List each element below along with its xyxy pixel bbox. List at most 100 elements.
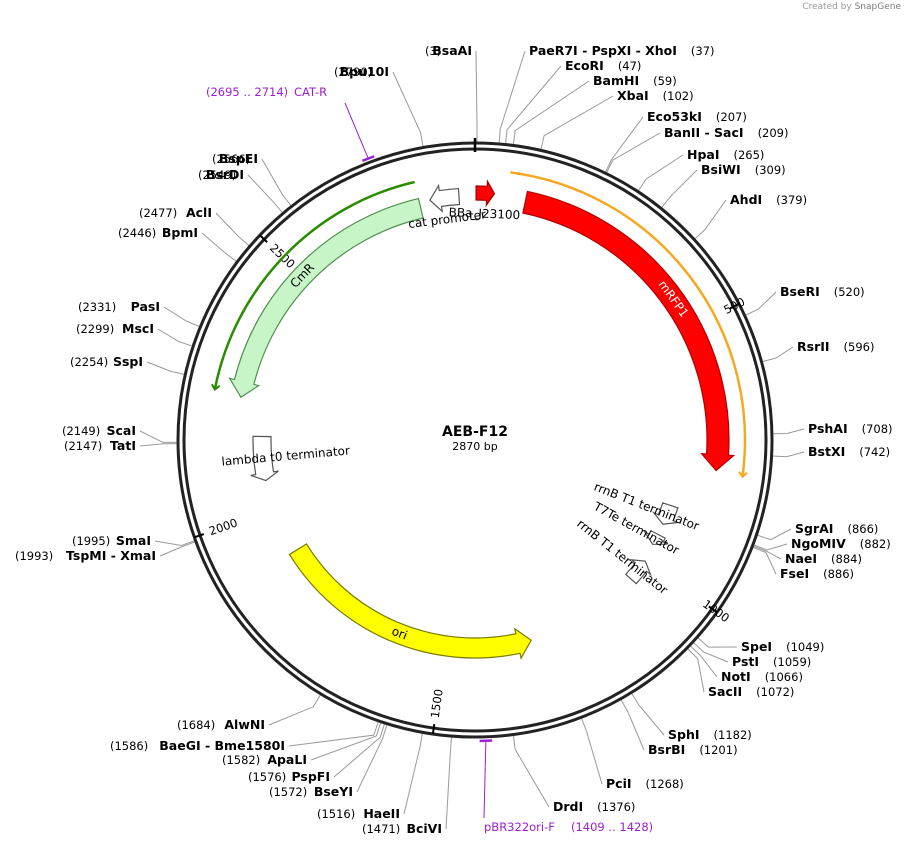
restriction-site-bstxi: BstXI(742) — [808, 444, 890, 459]
tick-mark — [259, 234, 268, 243]
site-name: PstI — [732, 654, 759, 669]
restriction-site-acli: AclI(2477) — [139, 205, 212, 220]
site-position: (2477) — [139, 206, 177, 220]
site-leader — [333, 723, 385, 778]
restriction-site-bsrbi: BsrBI(1201) — [648, 742, 738, 757]
restriction-site-naei: NaeI(884) — [785, 551, 862, 566]
site-leader — [772, 428, 805, 435]
site-name: SpeI — [741, 639, 772, 654]
site-position: (1268) — [646, 777, 684, 791]
site-name: HpaI — [687, 147, 720, 162]
site-name: PciI — [606, 776, 632, 791]
site-name: BamHI — [593, 73, 639, 88]
restriction-site-sgrai: SgrAI(866) — [795, 521, 878, 536]
site-leader — [498, 50, 526, 144]
site-leader — [606, 132, 661, 173]
restriction-site-bcivi: BciVI(1471) — [362, 821, 442, 836]
site-position: (2446) — [118, 226, 156, 240]
site-name: BpmI — [162, 225, 198, 240]
rrnb-t1-terminator-feature-arrow — [651, 502, 679, 525]
site-position: (886) — [823, 567, 854, 581]
cmr-feature-arrow — [228, 197, 424, 399]
site-name: NgoMIV — [791, 536, 846, 551]
site-position: (1049) — [786, 640, 824, 654]
restriction-site-bseyi: BseYI(1572) — [269, 784, 353, 799]
site-position: (37) — [691, 44, 715, 58]
site-leader — [268, 694, 321, 726]
site-leader — [392, 71, 424, 147]
restriction-site-pasi: PasI(2331) — [78, 299, 160, 314]
site-leader — [757, 528, 792, 541]
site-name: HaeII — [363, 806, 400, 821]
site-name: AhdI — [730, 192, 762, 207]
bba-j23100-feature-arrow — [475, 179, 496, 208]
site-position: (2331) — [78, 300, 116, 314]
primer-range: (1409 .. 1428) — [571, 820, 653, 834]
lambda-t0-terminator-feature-label: lambda t0 terminator — [221, 444, 351, 469]
restriction-site-bseri: BseRI(520) — [780, 284, 865, 299]
restriction-site-ecori: EcoRI(47) — [565, 58, 641, 73]
site-name: Eco53kI — [647, 109, 702, 124]
green-region-arrowhead — [210, 383, 221, 392]
rrnb-t1-terminator-feature-label: rrnB T1 terminator — [574, 517, 670, 598]
restriction-site-scai: ScaI(2149) — [62, 423, 136, 438]
restriction-site-sacii: SacII(1072) — [708, 684, 794, 699]
restriction-site-smai: SmaI(1995) — [72, 533, 151, 548]
site-leader — [356, 724, 388, 793]
site-leader — [690, 645, 718, 678]
site-position: (1201) — [699, 743, 737, 757]
restriction-site-rsrii: RsrII(596) — [797, 339, 874, 354]
site-position: (1182) — [714, 728, 752, 742]
site-position: (1995) — [72, 534, 110, 548]
site-leader — [753, 545, 782, 560]
site-position: (2790) — [334, 65, 372, 79]
site-position: (1072) — [756, 685, 794, 699]
site-position: (520) — [834, 285, 865, 299]
site-leader — [752, 546, 777, 575]
site-position: (379) — [776, 193, 807, 207]
site-position: (1576) — [248, 770, 286, 784]
restriction-site-pshai: PshAI(708) — [808, 421, 893, 436]
site-leader — [512, 735, 550, 808]
site-position: (1066) — [765, 670, 803, 684]
site-position: (2299) — [76, 322, 114, 336]
rrnb-t1-terminator-feature-arrow — [624, 558, 652, 585]
site-leader — [403, 733, 423, 815]
restriction-site-drdi: DrdI(1376) — [553, 799, 635, 814]
site-leader — [631, 693, 665, 736]
credit-prefix: Created by — [802, 2, 852, 12]
site-position: (708) — [862, 422, 893, 436]
site-position: (2254) — [70, 355, 108, 369]
site-position: (2549) — [198, 168, 236, 182]
tick-mark — [729, 302, 740, 310]
site-position: (1586) — [110, 739, 148, 753]
site-name: ApaLI — [267, 752, 307, 767]
site-name: RsrII — [797, 339, 830, 354]
cat-r-primer-leader — [344, 102, 369, 159]
site-name: DrdI — [553, 799, 583, 814]
site-position: (209) — [758, 126, 789, 140]
site-leader — [139, 430, 178, 443]
restriction-site-hpai: HpaI (265) — [687, 147, 764, 162]
restriction-site-bspei: BspEI(2566) — [212, 151, 258, 166]
tick-mark — [708, 605, 718, 614]
site-leader — [772, 451, 805, 458]
site-name: BspEI — [219, 151, 258, 166]
restriction-site-alwni: AlwNI(1684) — [177, 717, 265, 732]
site-name: TatI — [110, 438, 136, 453]
ori-feature-label: ori — [390, 624, 410, 643]
site-leader — [697, 637, 738, 648]
tick-label: 2500 — [267, 241, 298, 271]
site-leader — [605, 116, 644, 173]
site-leader — [157, 328, 193, 347]
restriction-site-paer7i-pspxi-xhoi: PaeR7I - PspXI - XhoI(37) — [529, 43, 715, 58]
restriction-site-pcii: PciI (1268) — [606, 776, 684, 791]
restriction-site-banii-saci: BanII - SacI(209) — [664, 125, 789, 140]
site-name: EcoRI — [565, 58, 604, 73]
restriction-site-tspmi-xmai: TspMI - XmaI(1993) — [15, 548, 156, 563]
restriction-site-eco53ki: Eco53kI(207) — [647, 109, 747, 124]
site-name: XbaI — [617, 88, 649, 103]
site-position: (265) — [734, 148, 765, 162]
site-name: SspI — [113, 354, 143, 369]
t7te-terminator-feature-arrow — [643, 529, 668, 545]
